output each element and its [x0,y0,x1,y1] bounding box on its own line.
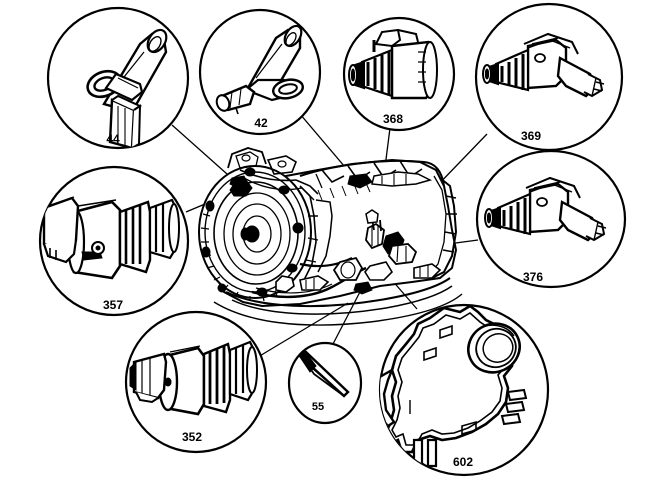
oil-pan-rim [225,277,451,308]
solenoid-376-mount [387,243,418,265]
callout-42-label: 42 [254,116,268,130]
callout-602-art [380,305,528,468]
sensor-42-bracket [371,171,433,187]
valve-body-602-tab-r1 [506,388,528,402]
solenoid-357-spool [118,200,152,274]
oil-pan-bottom [213,293,463,326]
sensor-44-saddle [104,72,144,102]
callout-42[interactable]: 42 [198,8,322,136]
callout-602-label: 602 [453,455,473,469]
case-rear-face [431,177,458,279]
top-bracket-pad [235,151,259,169]
solenoid-369-tie-bar [523,32,579,55]
callout-376-label: 376 [523,270,543,284]
callout-352-art [129,340,258,416]
callout-42-art [215,24,304,115]
oil-pan-rim-lower [231,285,453,315]
bell-housing-ring-1 [223,192,291,276]
solenoid-369-ribs [500,54,525,90]
solenoid-376-tie-bar [525,176,581,199]
callout-55-art [297,349,350,398]
callout-55[interactable]: 55 [287,341,363,425]
solenoid-368-mount [365,222,385,250]
leader-352 [257,302,349,358]
solenoid-357-ribs [124,205,142,264]
case-rear-bolts [442,195,457,253]
solenoid-368-coil-end [422,41,438,99]
valve-body-602-tab-r3 [500,412,522,426]
valve-body-602-bore-inner [482,333,514,363]
case-rib-1 [321,169,345,183]
top-bracket-hole [241,154,251,162]
solenoid-352-tab [129,360,137,391]
solenoid-368-ribs [366,52,391,95]
callout-368-label: 368 [383,112,403,126]
case-rib-5 [315,173,323,189]
callout-55-label: 55 [312,401,324,413]
callout-352[interactable]: 352 [124,310,268,454]
callout-376[interactable]: 376 [475,149,627,289]
top-bracket [227,147,267,169]
transmission-assembly [198,147,463,326]
bell-case-bolts [305,191,319,263]
solenoid-368-connector [374,28,402,48]
solenoid-352-ribs [208,346,226,404]
wiring-harness-hi [255,283,333,294]
top-to-case [295,179,319,195]
solenoid-357-connector-foot [42,239,78,264]
valve-body-602-leg-2 [426,438,438,468]
solenoid-352-foot [135,391,159,404]
top-boss-2-hole [277,160,287,168]
mounted-solenoids [229,171,433,295]
callout-602[interactable]: 602 [374,303,550,477]
valve-body-602-bore-mid [475,327,517,369]
callout-368[interactable]: 368 [342,16,456,132]
top-curve-2 [243,177,303,191]
callout-357[interactable]: 357 [38,165,190,317]
case-rear-inner [427,175,447,277]
callout-368-art [348,28,438,100]
callout-369[interactable]: 369 [474,2,624,152]
callout-376-art [484,176,607,242]
leader-55 [332,287,363,345]
leader-44 [171,124,237,183]
case-shading [317,182,371,201]
top-boss-2 [266,155,297,175]
bell-housing-ring-2 [232,203,282,265]
valve-body-602-tab-r2 [504,400,526,414]
callout-357-label: 357 [103,298,123,312]
valve-body-602-mount [364,261,394,281]
clip-55-mount [353,281,373,295]
case-port-fitting [275,275,295,293]
solenoid-376-ribs [502,198,527,234]
callout-44-label: 44 [106,132,120,146]
callout-369-art [482,32,605,98]
solenoid-stem-cap [365,209,379,224]
callout-352-label: 352 [182,430,202,444]
case-top-edge [299,159,445,187]
callout-369-label: 369 [521,129,541,143]
sensor-44-mount [229,175,249,189]
top-curve-1 [239,169,297,182]
callout-44-art [86,28,168,148]
case-left-panel [315,199,333,273]
flange-scallops [200,213,289,302]
input-shaft-nose [240,227,250,241]
valve-body-602-left-arm [380,367,396,428]
callout-44[interactable]: 44 [46,6,190,150]
callout-357-art [42,196,180,280]
